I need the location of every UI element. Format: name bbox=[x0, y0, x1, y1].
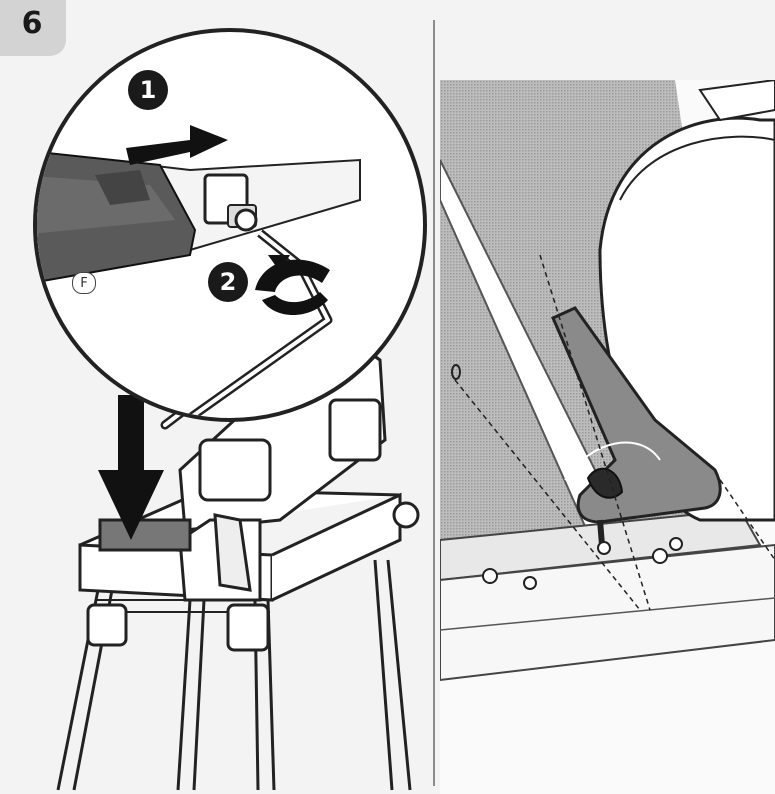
part-label-f: F bbox=[72, 272, 96, 294]
callout-2: 2 bbox=[208, 262, 248, 302]
arrow-right-icon bbox=[126, 125, 228, 165]
step-badge: 6 bbox=[0, 0, 66, 56]
right-illustration bbox=[440, 80, 775, 794]
rotate-icon bbox=[255, 255, 330, 315]
magnifier-circle bbox=[33, 28, 427, 422]
callout-1: 1 bbox=[128, 70, 168, 110]
arrow-down-icon bbox=[98, 395, 164, 540]
step-number: 6 bbox=[21, 6, 43, 41]
panel-divider bbox=[433, 20, 435, 786]
